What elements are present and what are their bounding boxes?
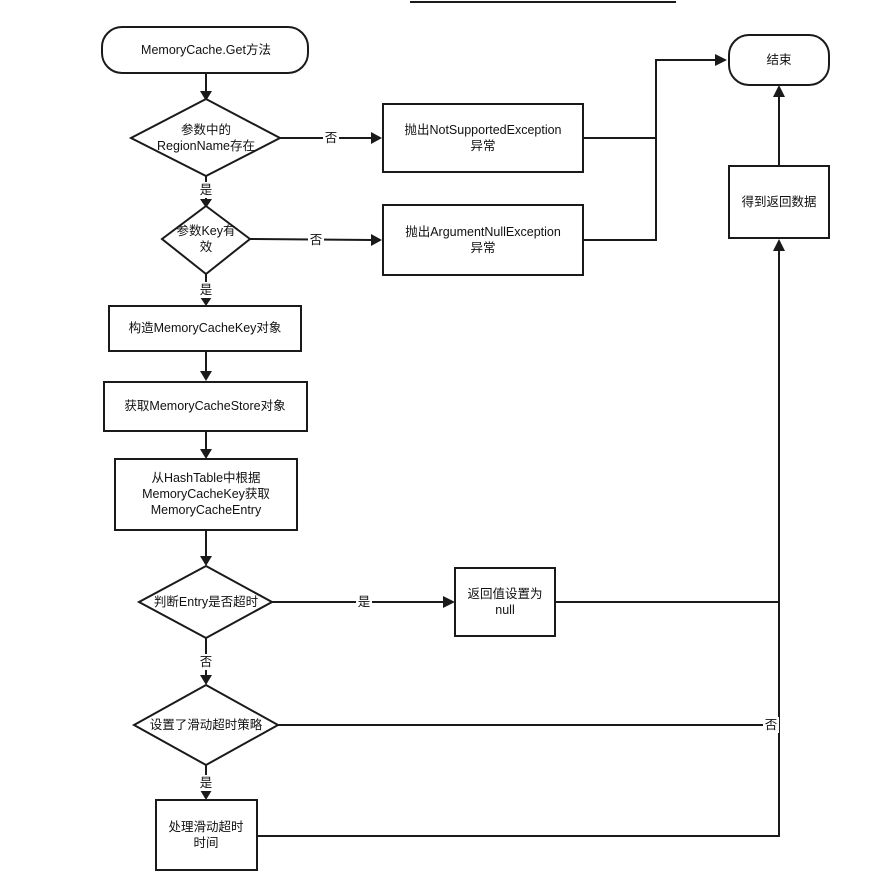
edge-label-background — [198, 654, 214, 670]
start-node — [101, 26, 309, 74]
get-entry-box — [114, 458, 298, 531]
arrow-head — [773, 85, 785, 97]
get-entry-label-line: MemoryCacheEntry — [151, 503, 262, 517]
build-key-label-line: 构造MemoryCacheKey对象 — [129, 320, 282, 335]
throw-argument-null-label-line: 异常 — [470, 241, 495, 255]
arrow-head — [200, 675, 212, 685]
throw-argument-null-label-line: 抛出ArgumentNullException — [405, 224, 561, 239]
edge-label-background — [198, 775, 214, 791]
edge-label-background — [356, 594, 372, 610]
edge-label-background — [308, 232, 324, 248]
get-entry-label-line: 从HashTable中根据 — [151, 470, 260, 485]
throw-not-supported-label-line: 抛出NotSupportedException — [404, 122, 561, 137]
edge-label-key-yes: 是 — [200, 283, 213, 297]
check-key-label-line: 参数Key有 — [176, 223, 235, 238]
end-node — [728, 34, 830, 86]
get-store-label-line: 获取MemoryCacheStore对象 — [124, 399, 285, 413]
edge-label-background — [198, 182, 214, 198]
nodes — [101, 26, 830, 871]
arrow-head — [200, 297, 212, 306]
edge-label-region-no: 否 — [325, 131, 338, 145]
arrow-head — [200, 449, 212, 459]
throw-not-supported-box — [382, 103, 584, 173]
check-key-label-line: 效 — [200, 239, 213, 254]
return-null-label-line: null — [495, 603, 514, 617]
arrow-head — [200, 790, 212, 800]
arrow-head — [371, 132, 382, 144]
throw-not-supported-label-line: 异常 — [470, 139, 495, 153]
edge-label-key-no: 否 — [310, 233, 323, 247]
get-entry-label-line: MemoryCacheKey获取 — [142, 487, 270, 501]
handle-sliding-box — [155, 799, 258, 871]
edge-not-supported-to-end — [583, 59, 716, 139]
end-label-line: 结束 — [766, 53, 792, 67]
get-store-box — [103, 381, 308, 432]
handle-sliding-label-line: 处理滑动超时 — [168, 819, 244, 834]
check-region-label-line: RegionName存在 — [157, 139, 255, 153]
arrow-head — [715, 54, 727, 66]
arrow-head — [200, 199, 212, 208]
edge-label-expired-no: 否 — [200, 655, 213, 669]
get-data-box — [728, 165, 830, 239]
arrow-head — [200, 556, 212, 566]
throw-argument-null-box — [382, 204, 584, 276]
edge-label-background — [323, 130, 339, 146]
check-expired-label-line: 判断Entry是否超时 — [154, 594, 259, 609]
arrow-head — [443, 596, 455, 608]
edge-handle-to-data — [257, 250, 780, 837]
sliding-decision — [131, 683, 281, 767]
arrow-head — [200, 371, 212, 381]
arrow-head — [200, 91, 212, 101]
start-label-line: MemoryCache.Get方法 — [141, 42, 271, 57]
check-sliding-label-line: 设置了滑动超时策略 — [150, 717, 263, 732]
arrow-head — [773, 239, 785, 251]
edge-argument-null-to-end — [583, 138, 657, 241]
return-null-label-line: 返回值设置为 — [467, 586, 542, 601]
region-decision — [128, 97, 283, 178]
edge-label-sliding-no: 否 — [765, 718, 778, 732]
handle-sliding-label-line: 时间 — [193, 836, 218, 850]
edge-label-background — [198, 282, 214, 298]
expired-decision — [136, 564, 275, 640]
get-data-label-line: 得到返回数据 — [741, 194, 816, 209]
edge-label-sliding-yes: 是 — [200, 776, 213, 790]
key-decision — [160, 204, 252, 276]
edge-label-region-yes: 是 — [200, 183, 213, 197]
check-region-label-line: 参数中的 — [181, 122, 231, 137]
build-key-box — [108, 305, 302, 352]
arrow-head — [371, 234, 382, 246]
edge-label-expired-yes: 是 — [358, 595, 371, 609]
edge-label-background — [763, 717, 779, 733]
return-null-box — [454, 567, 556, 637]
